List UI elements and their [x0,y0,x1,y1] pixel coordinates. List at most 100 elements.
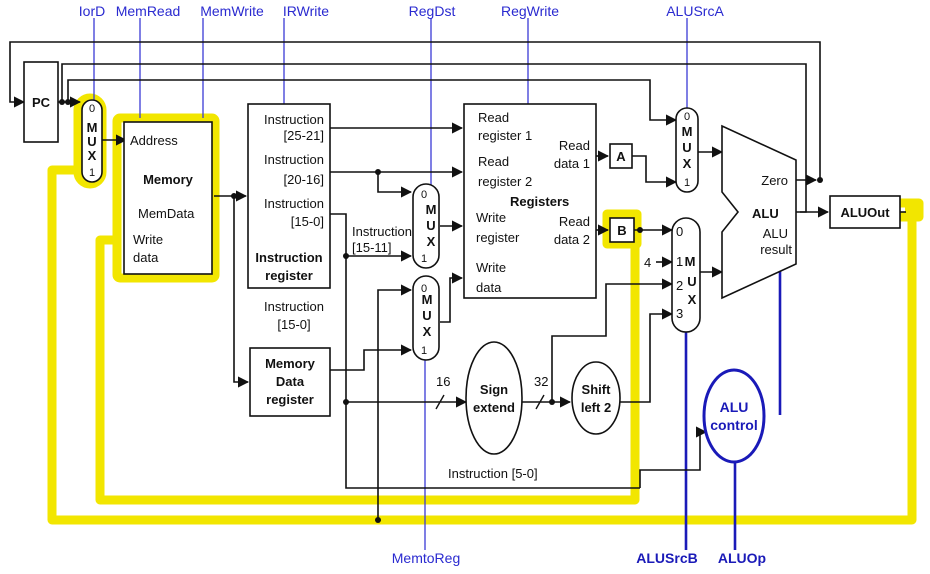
mux-alusrcb-m: M [685,254,696,269]
funct-label: Instruction [5-0] [448,466,538,481]
ir-1511-l2: [15-11] [352,240,392,255]
mdr-l3: register [266,392,314,407]
memory-write-port-1: Write [133,232,163,247]
instruction-register [247,103,331,289]
mux-memtoreg-u: U [422,308,431,323]
sign-extend-l2: extend [473,400,515,415]
memread-label: MemRead [116,3,181,19]
wd-l2: data [476,280,502,295]
mux-regdst-m: M [426,202,437,217]
sign-extend-in-width: 16 [436,374,450,389]
memory-box [123,121,213,275]
mux-memtoreg [412,275,440,361]
shift-left-l1: Shift [582,382,612,397]
aluout-register [829,195,901,229]
alu-result-l1: ALU [763,226,788,241]
mux-iord-in1: 1 [89,167,95,179]
sign-extend [465,341,523,455]
rr2-l2: register 2 [478,174,532,189]
memory-title: Memory [143,172,194,187]
rd2-l2: data 2 [554,232,590,247]
shift-left-2 [571,361,621,435]
mux-alusrcb-u: U [687,274,696,289]
ir-1511-l1: Instruction [352,224,412,239]
aluop-label: ALUOp [718,550,766,566]
mux-memtoreg-m: M [422,292,433,307]
register-b [609,217,635,243]
registers-title: Registers [510,194,569,209]
alusrcb-label: ALUSrcB [636,550,697,566]
shift-left-l2: left 2 [581,400,611,415]
ir-2016-to-mux-regdst [377,172,413,198]
regwrite-label: RegWrite [501,3,559,19]
mux-regdst [412,183,440,269]
wd-l1: Write [476,260,506,275]
pc-label: PC [32,95,51,110]
ir-field2-l1: Instruction [264,152,324,167]
memdata-to-mdr [233,196,250,388]
rr1-l2: register 1 [478,128,532,143]
pc-to-mux-alusrca [67,79,678,126]
mux-memtoreg-to-wd [440,272,464,323]
alu-shape [721,124,797,300]
irwrite-label: IRWrite [283,3,329,19]
sign-extend-to-mux-b2 [551,278,674,402]
rr2-l1: Read [478,154,509,169]
memory-write-port-2: data [133,250,159,265]
memory-memdata-port: MemData [138,206,195,221]
register-a [609,143,633,169]
funct-to-alu-control [639,426,708,488]
mux-memtoreg-in1: 1 [421,345,427,357]
highlight-memory-box [112,113,220,283]
register-b-label: B [617,223,626,238]
rd1-l1: Read [559,138,590,153]
memory-address-port: Address [130,133,178,148]
control-wires [93,18,688,550]
aluout-label: ALUOut [840,205,890,220]
wr-l1: Write [476,210,506,225]
mux-alusrca-m: M [682,124,693,139]
mux-iord-m: M [87,120,98,135]
mux-iord-u: U [87,134,96,149]
control-wires-bold [684,270,782,550]
ir-out-l1: Instruction [264,299,324,314]
shift-to-mux-b3 [618,308,674,403]
wr-l2: register [476,230,520,245]
bus-ticks [435,394,545,410]
data-wires [9,41,906,520]
mux-alusrca [675,107,699,193]
highlight-writeback-loop [47,165,917,525]
rd1-l2: data 1 [554,156,590,171]
ir-field1-l1: Instruction [264,112,324,127]
ir-field3-l1: Instruction [264,196,324,211]
memwrite-label: MemWrite [200,3,264,19]
ir-title-l1: Instruction [255,250,322,265]
mux-memtoreg-in0: 0 [421,283,427,295]
mux-regdst-in1: 1 [421,253,427,265]
ir-title-l2: register [265,268,313,283]
mux-iord [81,99,103,183]
memtoreg-label: MemtoReg [392,550,460,566]
mux-alusrcb [671,217,701,333]
alusrca-label: ALUSrcA [666,3,724,19]
alu-title: ALU [752,206,779,221]
ir-out-l2: [15-0] [277,317,310,332]
ir-field1-l2: [25-21] [284,128,324,143]
mux-alusrcb-in1: 1 [676,254,683,269]
mdr-l2: Data [276,374,305,389]
alu-zero: Zero [761,173,788,188]
alu-result-l2: result [760,242,792,257]
junction-dots [59,99,823,523]
aluout-to-mux-memtoreg [377,284,413,520]
alu-control-l1: ALU [720,399,749,415]
ir-field2-l2: [20-16] [284,172,324,187]
mux-iord-x: X [88,148,97,163]
mux-alusrca-x: X [683,156,692,171]
alu-control [702,368,766,464]
rr1-l1: Read [478,110,509,125]
a-to-mux-alusrca [632,155,678,188]
mdr-to-mux-memtoreg [330,344,413,371]
mdr-l1: Memory [265,356,316,371]
rd2-l1: Read [559,214,590,229]
